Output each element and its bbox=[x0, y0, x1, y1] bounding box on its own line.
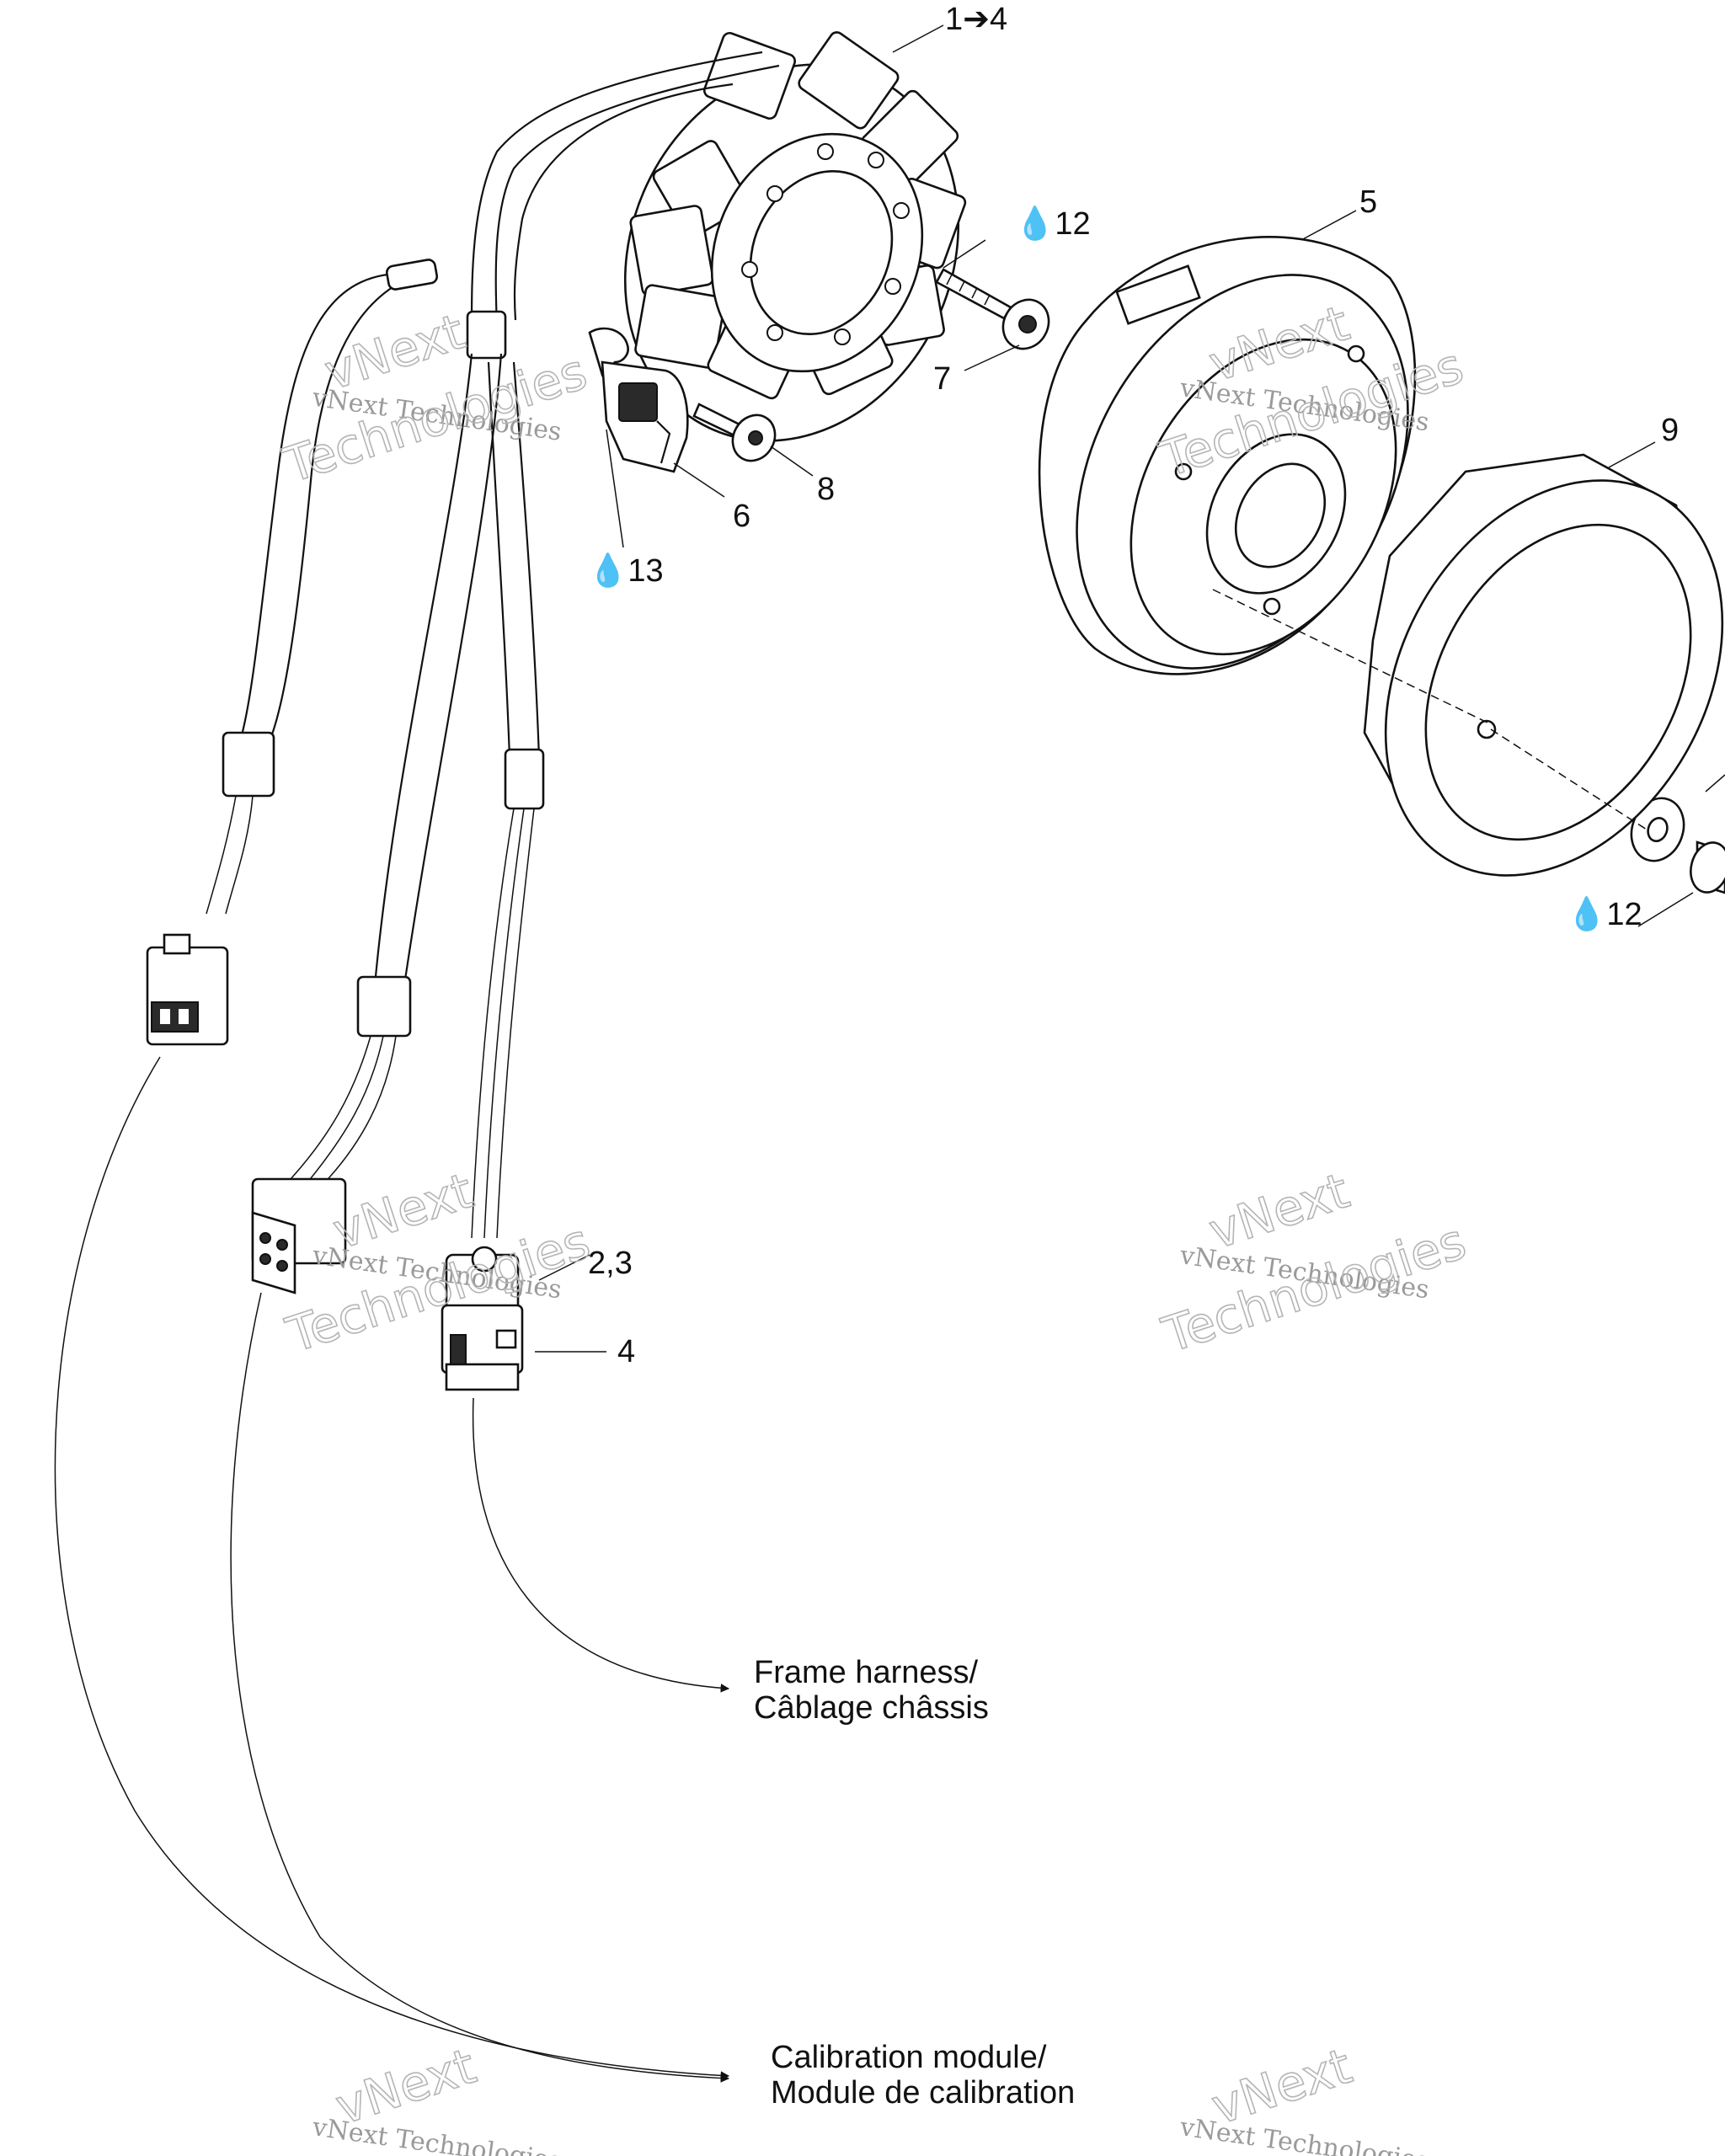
connector-frame bbox=[441, 1246, 524, 1391]
calibration-label-en: Calibration module/ bbox=[771, 2040, 1047, 2075]
frame-harness-label-fr: Câblage châssis bbox=[754, 1690, 989, 1726]
callout-9: 9 bbox=[1661, 413, 1679, 448]
watermark-text: vNext bbox=[326, 1161, 479, 1260]
routing-arrows bbox=[54, 1056, 730, 2083]
screw-right bbox=[1690, 841, 1725, 894]
watermark-text: vNext Technologies bbox=[1178, 2112, 1431, 2156]
callout-8: 8 bbox=[817, 472, 835, 507]
captions: Frame harness/ Câblage châssis Calibrati… bbox=[754, 1655, 1075, 2111]
leader-lines bbox=[535, 24, 1725, 1353]
stator-harness bbox=[290, 51, 780, 1239]
callout-4: 4 bbox=[617, 1334, 635, 1369]
callout-labels: 1➔4 5 💧12 7 9 8 6 💧13 💧12 2,3 4 bbox=[588, 2, 1679, 1369]
sensor-harness bbox=[206, 259, 439, 915]
watermark-text: vNext bbox=[329, 2037, 483, 2136]
frame-harness-label-en: Frame harness/ bbox=[754, 1655, 979, 1690]
connector-4pin bbox=[251, 1177, 347, 1294]
callout-12-bottom: 💧12 bbox=[1567, 895, 1642, 932]
callout-7: 7 bbox=[933, 361, 951, 397]
stator bbox=[623, 31, 967, 442]
callout-13: 💧13 bbox=[588, 552, 664, 589]
screw-8 bbox=[692, 403, 777, 462]
flywheel bbox=[1038, 236, 1417, 675]
callout-2-3: 2,3 bbox=[588, 1246, 633, 1281]
callout-6: 6 bbox=[733, 499, 750, 534]
watermark-text: vNext bbox=[1205, 2037, 1359, 2136]
callout-12-top: 💧12 bbox=[1015, 205, 1091, 242]
callout-1-4: 1➔4 bbox=[945, 2, 1007, 37]
screw-7 bbox=[935, 268, 1050, 350]
trigger-coil bbox=[588, 327, 689, 473]
callout-5: 5 bbox=[1359, 184, 1377, 220]
watermark-text: vNext bbox=[1202, 1161, 1355, 1260]
rotor-cup bbox=[1363, 453, 1724, 877]
connector-2pin bbox=[146, 933, 229, 1046]
calibration-label-fr: Module de calibration bbox=[771, 2075, 1075, 2111]
